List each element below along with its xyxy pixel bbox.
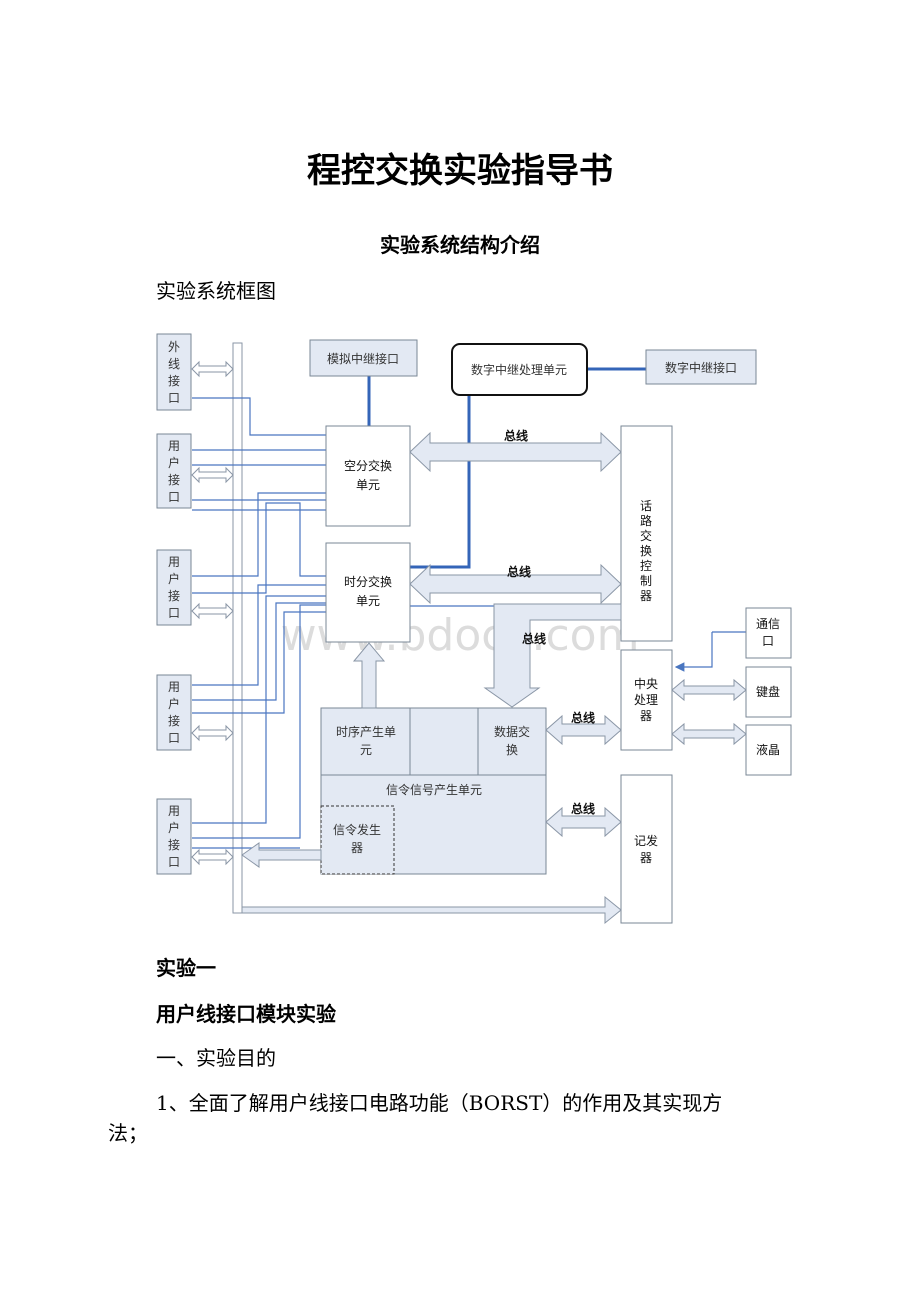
section-title: 实验系统结构介绍 bbox=[380, 233, 540, 257]
space-division-switch-unit: 空分交换 单元 bbox=[325, 425, 411, 527]
bus-label-2: 总线 bbox=[507, 564, 531, 579]
bus-label-1: 总线 bbox=[504, 428, 528, 443]
svg-text:线: 线 bbox=[168, 357, 180, 371]
bus-label-5: 总线 bbox=[571, 801, 595, 816]
svg-text:用: 用 bbox=[168, 439, 180, 453]
svg-text:接: 接 bbox=[168, 837, 180, 852]
svg-text:器: 器 bbox=[351, 841, 363, 855]
bus-arrows bbox=[241, 431, 747, 925]
document-title: 程控交换实验指导书 bbox=[307, 151, 613, 191]
svg-text:口: 口 bbox=[168, 855, 180, 869]
svg-text:户: 户 bbox=[168, 455, 180, 470]
svg-text:户: 户 bbox=[168, 696, 180, 711]
svg-text:处理: 处理 bbox=[634, 693, 658, 707]
user-interface-2: 用 户 接 口 bbox=[156, 549, 192, 626]
svg-text:口: 口 bbox=[168, 606, 180, 620]
backbone-bus bbox=[232, 342, 243, 914]
svg-text:数字中继处理单元: 数字中继处理单元 bbox=[471, 362, 567, 377]
bus-label-3: 总线 bbox=[522, 631, 546, 646]
svg-text:液晶: 液晶 bbox=[756, 742, 780, 757]
svg-text:换: 换 bbox=[640, 544, 652, 558]
svg-text:器: 器 bbox=[640, 851, 652, 865]
data-exchange-label: 数据交 bbox=[494, 724, 530, 739]
figure-caption: 实验系统框图 bbox=[156, 279, 276, 303]
svg-text:接: 接 bbox=[168, 373, 180, 388]
signal-generator-label: 信令发生 bbox=[333, 822, 381, 837]
svg-text:户: 户 bbox=[168, 820, 180, 835]
svg-text:空分交换: 空分交换 bbox=[344, 458, 392, 473]
svg-text:时分交换: 时分交换 bbox=[344, 574, 392, 589]
communication-port: 通信 口 bbox=[745, 607, 792, 659]
svg-text:用: 用 bbox=[168, 555, 180, 569]
system-block-diagram: www.bdocx.com 外 线 接 口 用 户 接 bbox=[156, 333, 792, 925]
svg-text:单元: 单元 bbox=[356, 594, 380, 608]
svg-text:交: 交 bbox=[640, 528, 652, 543]
recorder-sender: 记发 器 bbox=[620, 774, 673, 924]
experiment-label: 实验一 bbox=[156, 956, 216, 980]
svg-text:通信: 通信 bbox=[756, 617, 780, 631]
user-interface-3: 用 户 接 口 bbox=[156, 674, 192, 751]
digital-trunk-processing-unit: 数字中继处理单元 bbox=[451, 343, 588, 396]
interface-double-arrows bbox=[191, 360, 234, 866]
svg-text:接: 接 bbox=[168, 713, 180, 728]
bus-arrow-data bbox=[545, 714, 622, 746]
svg-text:口: 口 bbox=[168, 731, 180, 745]
keyboard-arrow bbox=[671, 678, 747, 702]
bus-label-4: 总线 bbox=[571, 710, 595, 725]
lcd-arrow bbox=[671, 722, 747, 746]
bus-arrow-time bbox=[409, 563, 622, 605]
svg-text:制: 制 bbox=[640, 574, 652, 588]
user-interface-1: 用 户 接 口 bbox=[156, 433, 192, 509]
svg-text:器: 器 bbox=[640, 589, 652, 603]
svg-text:记发: 记发 bbox=[634, 833, 658, 848]
svg-text:外: 外 bbox=[168, 340, 180, 354]
central-processor: 中央 处理 器 bbox=[620, 649, 673, 751]
svg-text:换: 换 bbox=[506, 743, 518, 757]
timing-unit-label: 时序产生单 bbox=[336, 724, 396, 739]
outer-line-interface: 外 线 接 口 bbox=[156, 333, 192, 411]
svg-text:键盘: 键盘 bbox=[756, 684, 780, 699]
path-switch-controller: 话 路 交 换 控 制 器 bbox=[620, 425, 673, 642]
bus-arrow-space bbox=[409, 431, 622, 473]
bottom-bus-arrow bbox=[241, 895, 622, 925]
svg-text:数字中继接口: 数字中继接口 bbox=[665, 360, 737, 375]
keyboard-box: 键盘 bbox=[745, 666, 792, 718]
svg-text:户: 户 bbox=[168, 571, 180, 586]
svg-text:用: 用 bbox=[168, 804, 180, 818]
svg-text:器: 器 bbox=[640, 709, 652, 723]
svg-text:控: 控 bbox=[640, 559, 652, 573]
svg-text:元: 元 bbox=[360, 743, 372, 757]
signal-unit-label: 信令信号产生单元 bbox=[386, 782, 482, 797]
svg-text:口: 口 bbox=[168, 391, 180, 405]
svg-text:口: 口 bbox=[168, 490, 180, 504]
svg-text:接: 接 bbox=[168, 588, 180, 603]
timing-up-arrow bbox=[352, 642, 386, 709]
heading-purpose: 一、实验目的 bbox=[156, 1046, 276, 1070]
analog-trunk-interface: 模拟中继接口 bbox=[309, 339, 418, 377]
bus-arrow-signal bbox=[545, 806, 622, 838]
svg-text:中央: 中央 bbox=[634, 676, 658, 691]
signal-left-arrow bbox=[241, 842, 322, 868]
svg-text:单元: 单元 bbox=[356, 478, 380, 492]
svg-text:路: 路 bbox=[640, 513, 652, 528]
svg-text:用: 用 bbox=[168, 680, 180, 694]
purpose-item-1-cont: 法； bbox=[108, 1121, 148, 1145]
bus-down-arrow bbox=[483, 603, 622, 708]
lcd-box: 液晶 bbox=[745, 724, 792, 776]
svg-text:话: 话 bbox=[640, 499, 652, 513]
user-interface-4: 用 户 接 口 bbox=[156, 798, 192, 875]
digital-trunk-interface: 数字中继接口 bbox=[645, 349, 757, 385]
purpose-item-1: 1、全面了解用户线接口电路功能（BORST）的作用及其实现方 bbox=[156, 1091, 723, 1115]
signal-generation-unit: 时序产生单 元 数据交 换 信令信号产生单元 信令发生 器 bbox=[320, 707, 547, 875]
time-division-switch-unit: 时分交换 单元 bbox=[325, 542, 411, 643]
svg-text:模拟中继接口: 模拟中继接口 bbox=[327, 351, 399, 366]
svg-text:接: 接 bbox=[168, 472, 180, 487]
svg-text:口: 口 bbox=[762, 634, 774, 648]
experiment-title: 用户线接口模块实验 bbox=[156, 1002, 336, 1026]
